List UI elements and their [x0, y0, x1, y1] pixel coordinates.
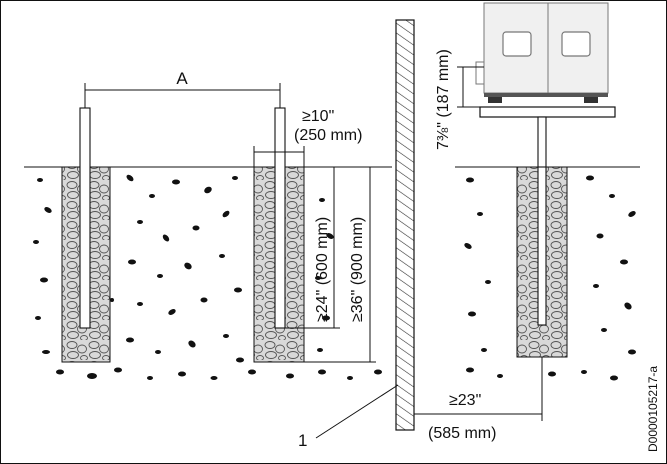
dim-clearance-mm: (250 mm) [294, 127, 362, 144]
wall [395, 19, 415, 431]
document-id: D0000105217-a [646, 366, 660, 452]
post-middle [274, 107, 286, 329]
dim-wall-mm: (585 mm) [428, 425, 496, 442]
heat-pump-unit [475, 2, 609, 103]
dim-a-label: A [176, 69, 188, 88]
callout-leader [315, 384, 399, 439]
post-left [79, 107, 91, 329]
mounting-platform [479, 106, 616, 118]
soil-speckles-left [33, 174, 382, 380]
dim-depth-24-label: ≥24" (600 mm) [314, 217, 331, 322]
callout-number: 1 [298, 431, 307, 450]
soil-speckles-right [464, 175, 636, 381]
dim-height-label: 7⅜" (187 mm) [435, 49, 452, 150]
dim-depth-36-label: ≥36" (900 mm) [349, 217, 366, 322]
post-right-in-footing [537, 166, 547, 326]
dim-clearance-inch: ≥10" [302, 108, 334, 125]
dim-wall-inch: ≥23" [449, 392, 481, 409]
